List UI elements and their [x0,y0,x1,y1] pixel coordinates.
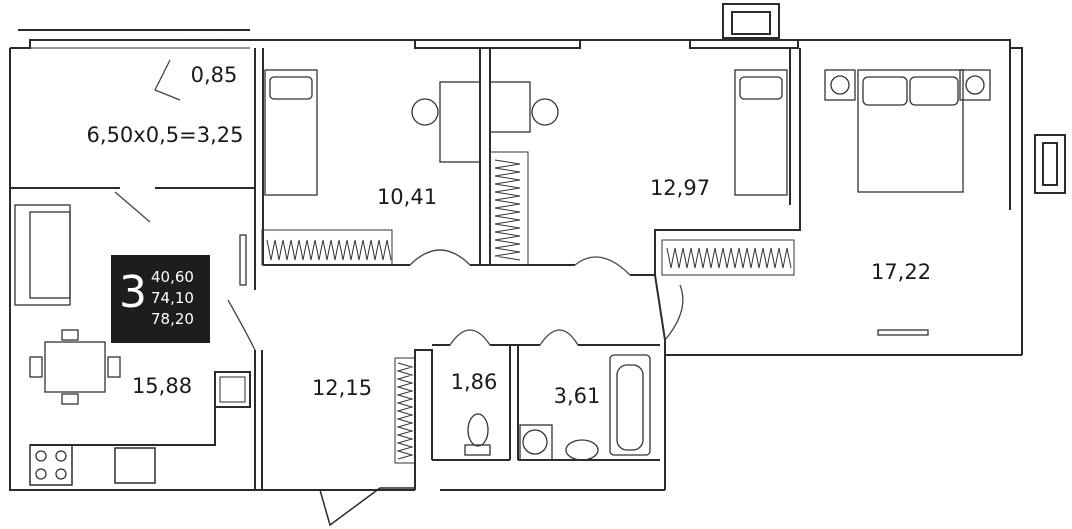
sofa [14,204,71,306]
washbasin [565,439,599,461]
stove [29,444,73,486]
chair-left [411,98,439,126]
desk-left [439,81,481,163]
room-label-bathroom: 3,61 [553,384,601,408]
bed-master [857,69,964,193]
chair-right [531,98,559,126]
wardrobe-hall [394,357,416,464]
bed-middle [734,69,788,196]
room-label-toilet: 1,86 [450,370,498,394]
window-top-2 [689,39,799,49]
toilet-bowl [467,413,489,447]
desk-right [489,81,531,133]
area-list: 40,60 74,10 78,20 [151,267,194,330]
bathtub [609,354,651,456]
door-loggia [154,59,181,101]
nightstand-right [959,69,991,101]
room-label-bedroom-master: 17,22 [870,260,932,284]
wardrobe-middle [489,151,529,266]
door-bath [539,329,579,346]
fridge [214,371,251,408]
wardrobe-bedroom-left [261,229,393,266]
outer-wall-left [9,48,415,491]
apartment-info-badge: 3 40,60 74,10 78,20 [111,255,210,343]
room-label-bedroom-left: 10,41 [376,185,438,209]
washing-machine [522,429,548,455]
dining-table [44,341,106,393]
door-bedroom-middle [574,256,631,276]
room-label-hallway: 12,15 [311,376,373,400]
door-master [664,284,684,341]
door-hall [227,299,256,351]
door-toilet [449,329,491,346]
sink-kitchen [114,447,156,484]
window-top-1 [414,39,581,49]
room-label-bedroom-middle: 12,97 [649,176,711,200]
wardrobe-master [661,239,795,276]
total-area-with-loggia: 78,20 [151,310,194,328]
door-bedroom-left [409,249,471,266]
room-label-loggia-small: 0,85 [190,63,238,87]
tv [239,234,247,286]
nightstand-left [824,69,856,101]
room-label-loggia: 6,50x0,5=3,25 [86,123,244,147]
total-area: 74,10 [151,289,194,307]
room-label-kitchen-living: 15,88 [131,374,193,398]
bed-left [264,69,318,196]
vent-right [1034,134,1066,194]
room-count: 3 [119,267,147,318]
living-area: 40,60 [151,268,194,286]
